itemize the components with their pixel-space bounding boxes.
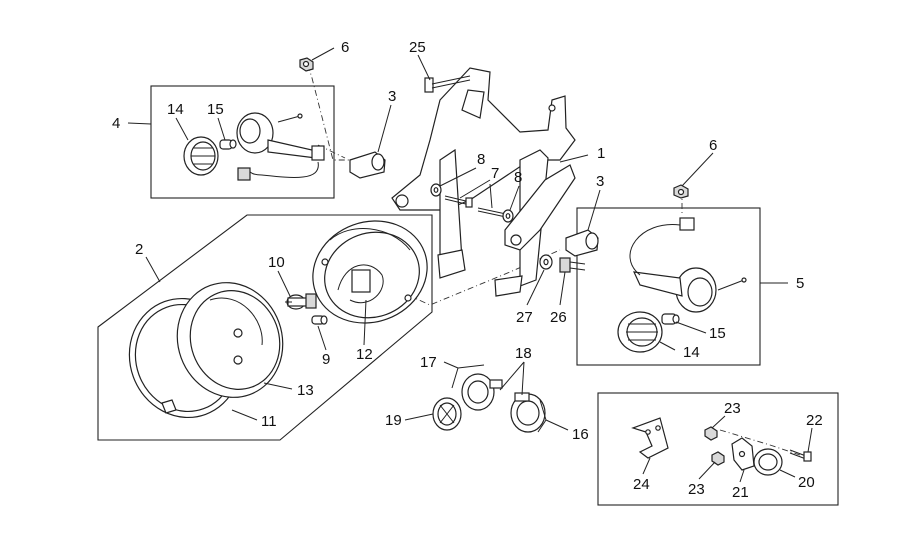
callout-25: 25 [409, 39, 426, 56]
license-lamp-20 [753, 448, 783, 476]
turn-signal-left [236, 112, 325, 181]
bushing-3-right [565, 229, 599, 257]
callout-14-left: 14 [167, 101, 184, 118]
license-light-group-box [597, 392, 839, 506]
callout-21: 21 [732, 484, 749, 501]
nut-23-bottom [711, 451, 725, 466]
horn-17 [461, 373, 503, 411]
left-turn-signal-group-box [150, 85, 335, 199]
callout-3-left: 3 [388, 88, 396, 105]
screw-22 [789, 449, 812, 462]
license-mount-21 [731, 437, 755, 471]
callout-8-right: 8 [514, 169, 522, 186]
lens-14-left [183, 136, 219, 176]
callout-1: 1 [597, 145, 605, 162]
callout-4: 4 [112, 115, 120, 132]
callout-26: 26 [550, 309, 567, 326]
callout-15-right: 15 [709, 325, 726, 342]
callout-23-top: 23 [724, 400, 741, 417]
callout-15-left: 15 [207, 101, 224, 118]
headlight-group-box [97, 214, 433, 441]
bushing-3-left [349, 151, 386, 179]
bulb-15-left [219, 139, 237, 150]
callout-6-right: 6 [709, 137, 717, 154]
bolt-26 [559, 257, 586, 273]
callout-19: 19 [385, 412, 402, 429]
turn-signal-right [629, 217, 747, 313]
horn-19 [432, 397, 462, 431]
lens-14-right [617, 311, 663, 353]
callout-17: 17 [420, 354, 437, 371]
screw-7 [444, 195, 507, 218]
washer-27 [539, 254, 553, 270]
bulb-15-right [661, 313, 680, 325]
callout-9: 9 [322, 351, 330, 368]
callout-16: 16 [572, 426, 589, 443]
callout-6-left: 6 [341, 39, 349, 56]
callout-7: 7 [491, 165, 499, 182]
callout-8-left: 8 [477, 151, 485, 168]
callout-3-right: 3 [596, 173, 604, 190]
callout-20: 20 [798, 474, 815, 491]
nut-23-top [704, 426, 718, 441]
horn-16 [510, 392, 546, 433]
nut-6-right [673, 184, 689, 199]
callout-27: 27 [516, 309, 533, 326]
leader-lines [127, 47, 813, 483]
callout-13: 13 [297, 382, 314, 399]
callout-11: 11 [261, 413, 277, 430]
license-bracket-24 [631, 417, 669, 459]
callout-12: 12 [356, 346, 373, 363]
callout-5: 5 [796, 275, 804, 292]
washer-8-left [430, 183, 442, 197]
callout-14-right: 14 [683, 344, 700, 361]
callout-2: 2 [135, 241, 143, 258]
right-turn-signal-group-box [576, 207, 761, 366]
washer-8-right [502, 209, 514, 223]
callout-labels: 1 2 3 3 4 5 6 6 7 8 8 9 10 11 12 13 14 1… [112, 39, 823, 501]
callout-18: 18 [515, 345, 532, 362]
callout-23-bottom: 23 [688, 481, 705, 498]
headlight-lens-13 [176, 282, 284, 398]
headlight-bulb-10 [285, 293, 317, 310]
callout-22: 22 [806, 412, 823, 429]
callout-24: 24 [633, 476, 650, 493]
parking-bulb-9 [311, 315, 328, 325]
nut-6-left [299, 57, 314, 72]
headlight-shell-12 [312, 220, 428, 324]
callout-10: 10 [268, 254, 285, 271]
headlight-bracket [391, 67, 576, 297]
